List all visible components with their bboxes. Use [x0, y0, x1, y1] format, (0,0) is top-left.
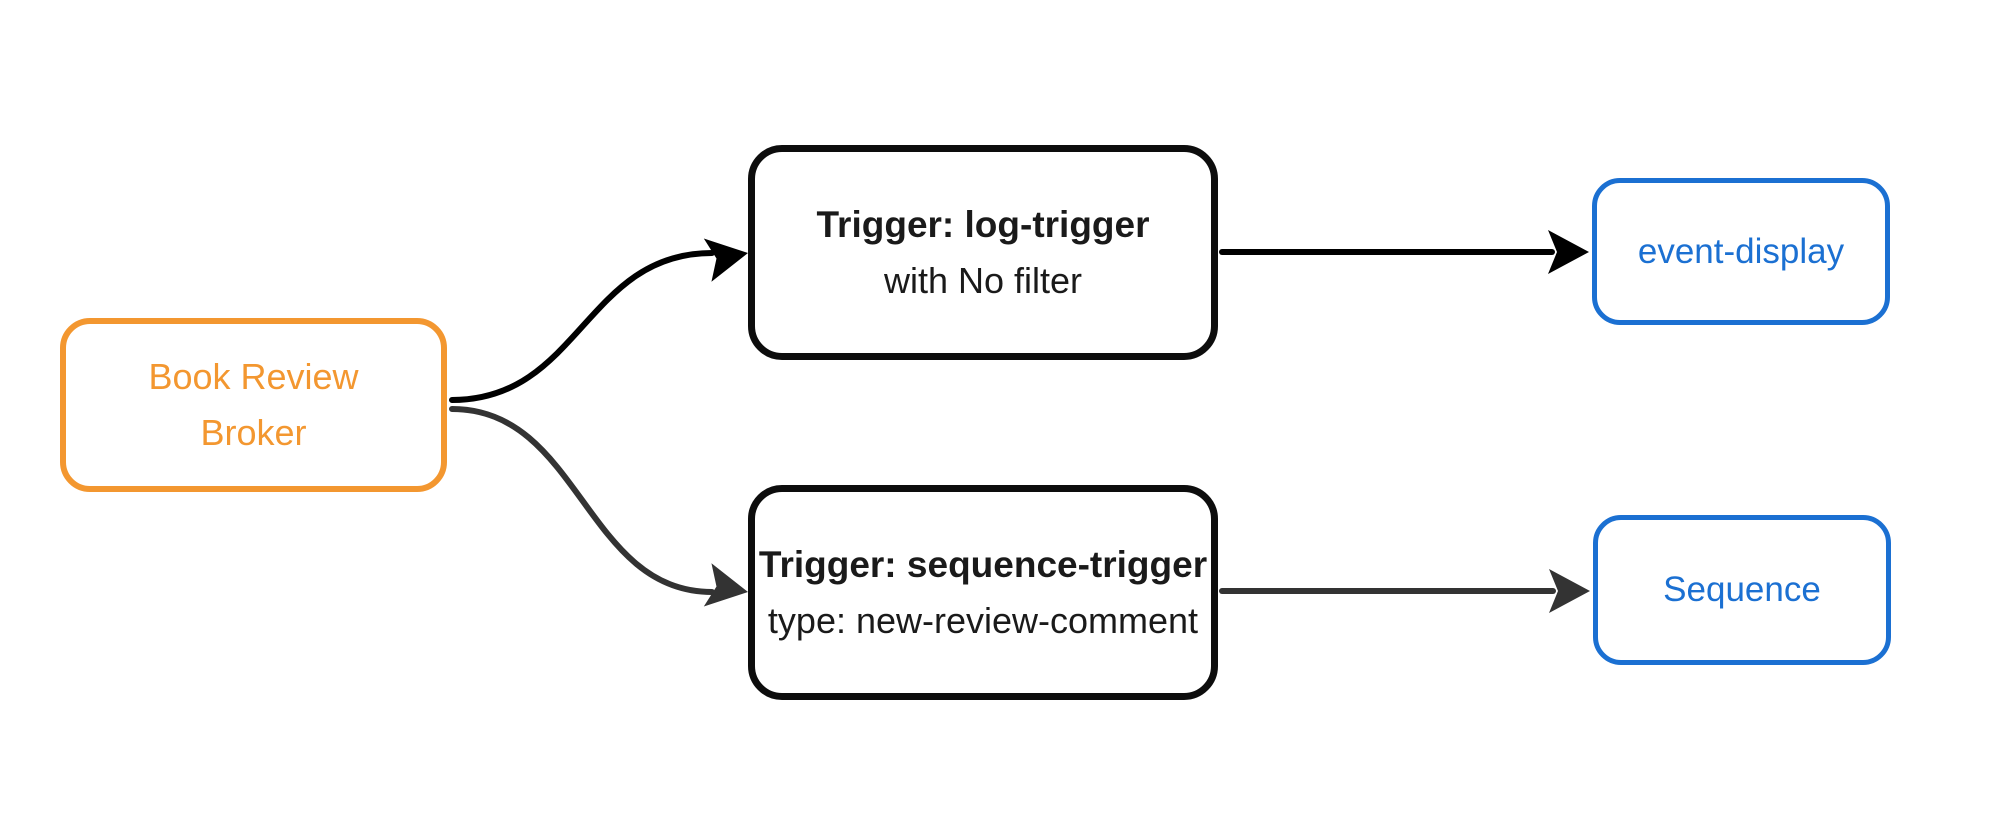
arrow-log-trigger-to-event-display: [1219, 230, 1589, 274]
node-log-trigger: Trigger: log-trigger with No filter: [748, 145, 1218, 360]
broker-label-line-2: Broker: [200, 412, 307, 453]
node-sequence: Sequence: [1593, 515, 1891, 665]
node-sequence-trigger: Trigger: sequence-trigger type: new-revi…: [748, 485, 1218, 700]
arrow-broker-to-sequence-trigger: [449, 406, 748, 607]
node-book-review-broker: Book Review Broker: [60, 318, 447, 492]
arrow-broker-to-log-trigger: [449, 238, 748, 403]
broker-label-line-1: Book Review: [148, 356, 359, 397]
node-event-display: event-display: [1592, 178, 1890, 325]
sequence-trigger-title: Trigger: sequence-trigger: [758, 543, 1208, 585]
event-display-label: event-display: [1637, 231, 1845, 271]
arrow-sequence-trigger-to-sequence: [1219, 569, 1590, 613]
log-trigger-subtitle: with No filter: [883, 259, 1083, 301]
sequence-label: Sequence: [1663, 570, 1821, 609]
sequence-trigger-subtitle: type: new-review-comment: [767, 599, 1199, 641]
log-trigger-title: Trigger: log-trigger: [816, 203, 1150, 245]
